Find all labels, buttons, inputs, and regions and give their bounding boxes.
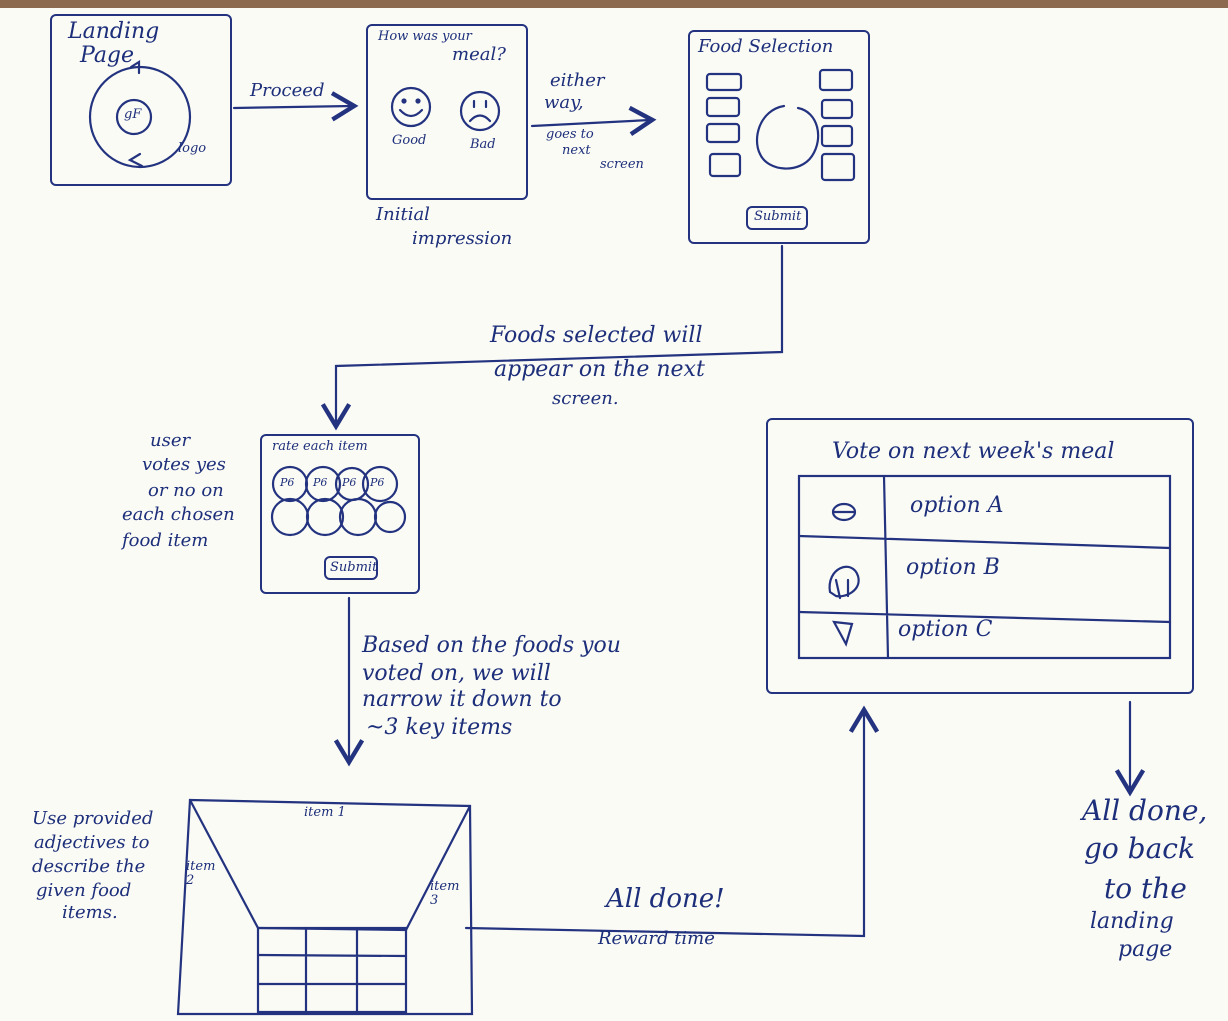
- adjective-grid: [256, 926, 408, 1014]
- based-on-1: Based on the foods you: [362, 633, 621, 658]
- arrow-either-way: [530, 105, 657, 137]
- impression-caption-1: Initial: [376, 204, 430, 225]
- describe-item-3: item 3: [430, 879, 460, 908]
- vote-table: [797, 474, 1172, 660]
- go-back-5: page: [1118, 937, 1173, 962]
- go-back-1: All done,: [1082, 794, 1208, 827]
- based-on-2: voted on, we will: [362, 661, 551, 686]
- arrow-reward: [464, 705, 880, 938]
- go-back-4: landing: [1090, 909, 1174, 934]
- food-selection-screen: [688, 30, 870, 244]
- food-selection-title: Food Selection: [698, 36, 834, 57]
- smiley-face-icon: [390, 86, 432, 128]
- use-adjectives-2: adjectives to: [34, 832, 150, 853]
- logo-glyph: gF: [124, 107, 142, 122]
- based-on-3: narrow it down to: [362, 687, 562, 712]
- user-votes-1: user: [150, 430, 191, 451]
- go-back-2: go back: [1084, 832, 1195, 865]
- vote-screen: [766, 418, 1194, 694]
- user-votes-2: votes yes: [142, 454, 226, 475]
- rate-submit-label: Submit: [330, 560, 378, 575]
- user-votes-4: each chosen: [122, 504, 235, 525]
- use-adjectives-5: items.: [62, 902, 118, 923]
- describe-item-1: item 1: [304, 805, 346, 820]
- vote-option-c[interactable]: option C: [898, 617, 993, 642]
- impression-screen: [366, 24, 528, 200]
- plate-icon: [755, 104, 820, 170]
- foods-selected-2: appear on the next: [494, 357, 705, 382]
- proceed-label: Proceed: [250, 80, 325, 101]
- landing-title-1: Landing: [68, 19, 160, 44]
- either-way-2: way,: [544, 92, 584, 113]
- food-grid-left: [705, 72, 743, 178]
- describe-screen: [176, 798, 474, 1016]
- pizza-icon: [832, 620, 854, 647]
- food-submit-label: Submit: [754, 209, 802, 224]
- go-back-3: to the: [1104, 872, 1187, 905]
- rate-pill-4[interactable]: P6: [370, 476, 385, 489]
- vote-option-a[interactable]: option A: [910, 493, 1004, 518]
- chicken-leg-icon: [828, 565, 860, 600]
- describe-item-2: item 2: [186, 859, 216, 888]
- either-way-1: either: [550, 70, 605, 91]
- reward-label: Reward time: [598, 928, 715, 949]
- gf-logo-icon: [115, 98, 153, 136]
- either-way-5: screen: [600, 157, 644, 172]
- burger-icon: [831, 502, 857, 522]
- sad-face-icon: [459, 90, 501, 132]
- food-grid-right: [818, 68, 856, 182]
- submit-button-rate[interactable]: [324, 556, 378, 580]
- rate-pill-2[interactable]: P6: [313, 476, 328, 489]
- impression-title-2: meal?: [452, 44, 506, 65]
- impression-title-1: How was your: [378, 29, 472, 44]
- foods-selected-3: screen.: [552, 388, 619, 409]
- rate-pill-3[interactable]: P6: [342, 476, 357, 489]
- use-adjectives-4: given food: [36, 880, 132, 901]
- all-done-label: All done!: [606, 884, 725, 914]
- bad-label[interactable]: Bad: [470, 137, 496, 152]
- landing-page-screen: [50, 14, 232, 186]
- based-on-4: ~3 key items: [366, 715, 513, 740]
- user-votes-3: or no on: [148, 480, 224, 501]
- vote-title: Vote on next week's meal: [832, 439, 1115, 464]
- either-way-4: next: [562, 143, 591, 158]
- either-way-3: goes to: [546, 127, 594, 142]
- good-label[interactable]: Good: [392, 133, 427, 148]
- rate-title: rate each item: [272, 439, 368, 454]
- impression-caption-2: impression: [412, 228, 513, 249]
- arrow-foods-selected: [320, 244, 784, 431]
- user-votes-5: food item: [122, 530, 209, 551]
- desk-edge: [0, 0, 1228, 8]
- logo-caption: logo: [178, 141, 207, 156]
- rate-pill-1[interactable]: P6: [280, 476, 295, 489]
- foods-selected-1: Foods selected will: [490, 323, 703, 348]
- use-adjectives-3: describe the: [32, 856, 146, 877]
- vote-option-b[interactable]: option B: [906, 555, 1000, 580]
- use-adjectives-1: Use provided: [32, 808, 154, 829]
- arrow-proceed: [232, 91, 359, 122]
- rate-items-screen: [260, 434, 420, 594]
- landing-title-2: Page: [80, 43, 135, 68]
- submit-button-food[interactable]: [746, 206, 808, 230]
